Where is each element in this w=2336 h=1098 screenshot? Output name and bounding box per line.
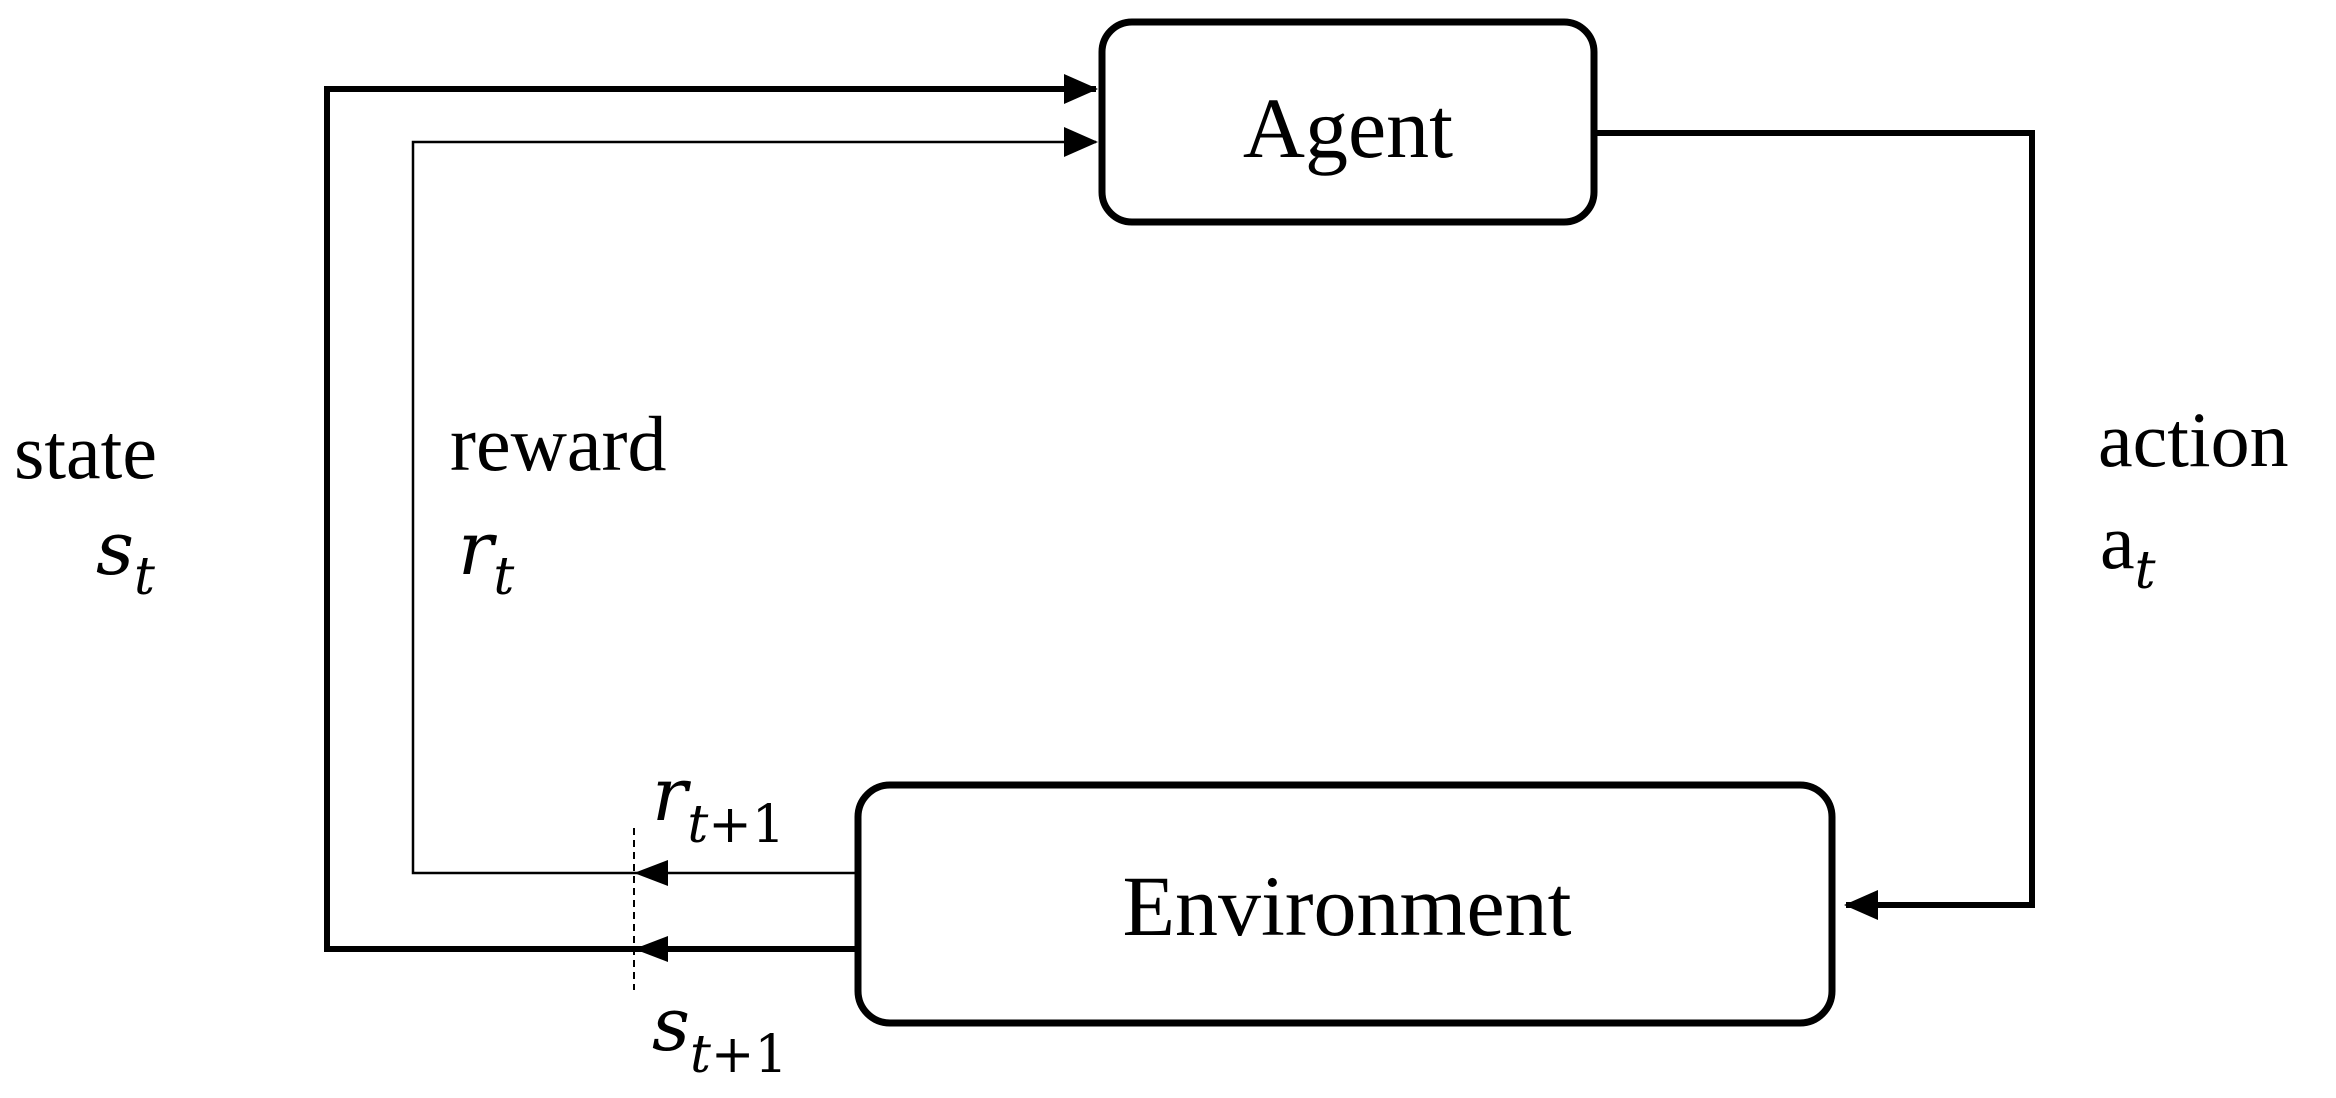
action-word: action <box>2098 396 2289 483</box>
state-arrow <box>324 74 1098 952</box>
reward-subscript: t <box>493 547 514 607</box>
reward-arrow <box>411 127 1098 875</box>
state-label: state st <box>14 408 157 607</box>
subscript-offset: +1 <box>708 795 785 855</box>
subscript-offset: +1 <box>711 1025 788 1085</box>
state-word: state <box>14 408 157 495</box>
reward-word: reward <box>450 400 667 487</box>
action-arrow <box>1594 130 2035 920</box>
environment-label: Environment <box>1122 858 1571 954</box>
next-reward-arrowhead <box>634 860 668 886</box>
state-subscript: t <box>134 547 155 607</box>
reward-symbol: rt <box>458 506 514 607</box>
state-symbol-letter: s <box>96 506 134 592</box>
next-state-arrowhead <box>634 936 668 962</box>
action-subscript: t <box>2135 541 2156 601</box>
next-reward-subscript: t+1 <box>687 795 785 855</box>
next-reward-label: rt+1 <box>652 752 785 855</box>
next-state-label: st+1 <box>652 982 788 1085</box>
environment-node: Environment <box>854 781 1836 1027</box>
action-label: action at <box>2098 396 2289 601</box>
agent-label: Agent <box>1243 80 1453 176</box>
reward-symbol-letter: r <box>458 506 498 592</box>
agent-node: Agent <box>1098 18 1598 226</box>
state-symbol: st <box>96 506 155 607</box>
reward-label: reward rt <box>450 400 667 607</box>
next-reward-symbol: r <box>652 752 692 838</box>
next-state-symbol: s <box>652 982 690 1068</box>
agent-box <box>1098 18 1598 226</box>
subscript-time-index: t <box>687 795 708 855</box>
action-symbol: at <box>2100 498 2156 601</box>
next-state-subscript: t+1 <box>690 1025 788 1085</box>
action-symbol-letter: a <box>2100 498 2135 585</box>
environment-box <box>854 781 1836 1027</box>
subscript-time-index: t <box>690 1025 711 1085</box>
